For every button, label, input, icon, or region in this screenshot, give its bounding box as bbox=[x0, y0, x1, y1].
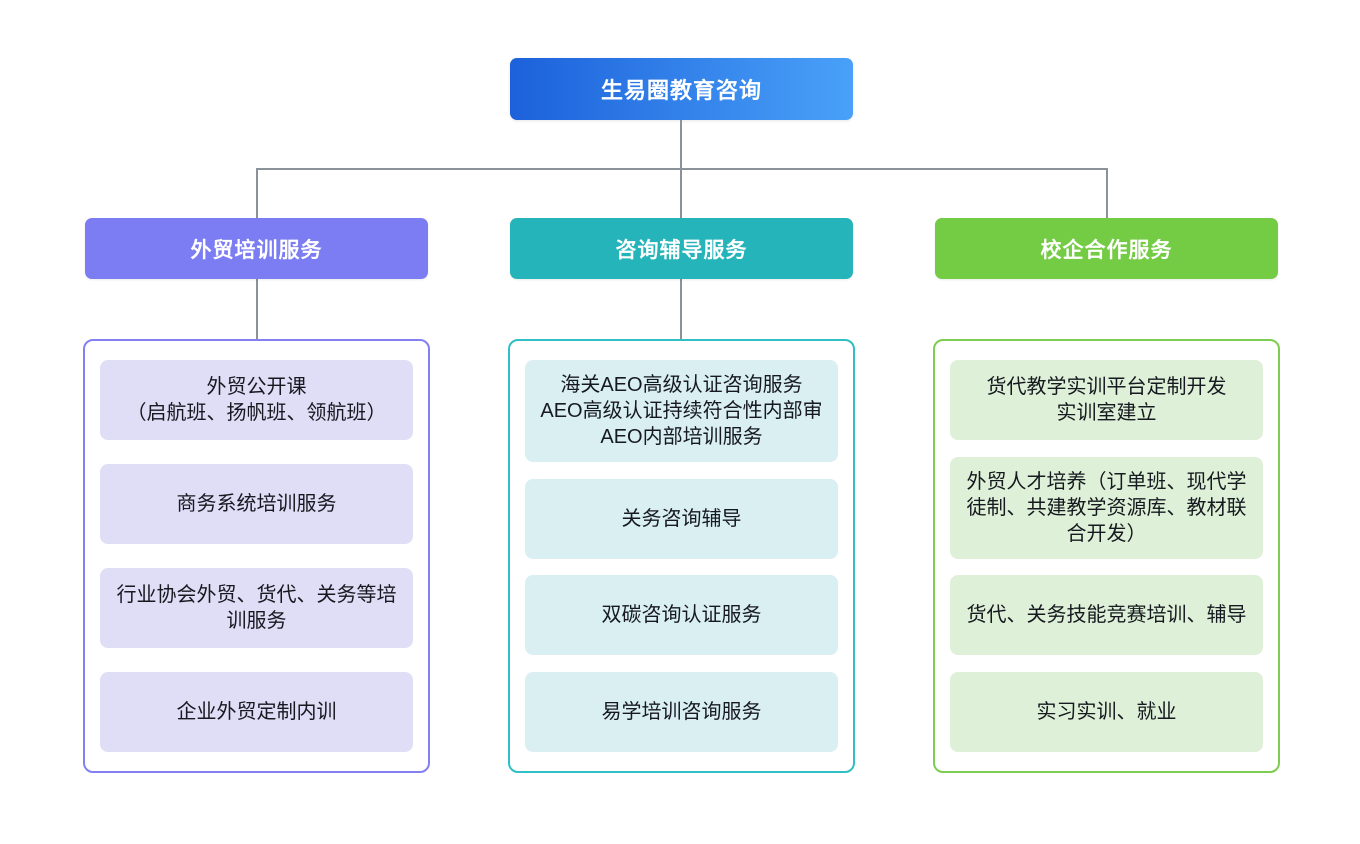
branch-list-school-enterprise-cooperation: 货代教学实训平台定制开发 实训室建立外贸人才培养（订单班、现代学徒制、共建教学资… bbox=[933, 339, 1280, 773]
root-node-label: 生易圈教育咨询 bbox=[600, 78, 762, 103]
diagram-leaf-node: 关务咨询辅导 bbox=[525, 478, 838, 559]
branch-header-label: 咨询辅导服务 bbox=[615, 238, 748, 262]
branch-header-consulting-coaching: 咨询辅导服务 bbox=[510, 218, 853, 279]
diagram-leaf-node: 双碳咨询认证服务 bbox=[525, 575, 838, 656]
branch-header-label: 校企合作服务 bbox=[1040, 238, 1173, 262]
diagram-leaf-node: 行业协会外贸、货代、关务等培训服务 bbox=[100, 568, 413, 648]
root-node: 生易圈教育咨询 bbox=[510, 58, 853, 120]
branch-header-foreign-trade-training: 外贸培训服务 bbox=[85, 218, 428, 279]
connector-horizontal-bus bbox=[256, 168, 1107, 170]
diagram-leaf-node: 易学培训咨询服务 bbox=[525, 671, 838, 752]
diagram-leaf-node: 外贸人才培养（订单班、现代学徒制、共建教学资源库、教材联合开发） bbox=[950, 456, 1263, 559]
connector-header-to-list-2 bbox=[680, 279, 682, 339]
connector-header-to-list-1 bbox=[256, 279, 258, 339]
branch-list-foreign-trade-training: 外贸公开课 （启航班、扬帆班、领航班） 商务系统培训服务行业协会外贸、货代、关务等… bbox=[83, 339, 430, 773]
connector-root-vertical bbox=[680, 120, 682, 168]
connector-drop-branch-2 bbox=[680, 168, 682, 218]
diagram-leaf-node: 外贸公开课 （启航班、扬帆班、领航班） bbox=[100, 360, 413, 440]
branch-header-label: 外贸培训服务 bbox=[190, 238, 323, 262]
branch-header-school-enterprise-cooperation: 校企合作服务 bbox=[935, 218, 1278, 279]
diagram-leaf-node: 海关AEO高级认证咨询服务 AEO高级认证持续符合性内部审 AEO内部培训服务 bbox=[525, 360, 838, 462]
diagram-leaf-node: 商务系统培训服务 bbox=[100, 464, 413, 544]
connector-drop-branch-1 bbox=[256, 168, 258, 218]
diagram-leaf-node: 企业外贸定制内训 bbox=[100, 672, 413, 752]
diagram-leaf-node: 实习实训、就业 bbox=[950, 671, 1263, 752]
diagram-leaf-node: 货代、关务技能竞赛培训、辅导 bbox=[950, 575, 1263, 656]
branch-list-consulting-coaching: 海关AEO高级认证咨询服务 AEO高级认证持续符合性内部审 AEO内部培训服务关… bbox=[508, 339, 855, 773]
connector-drop-branch-3 bbox=[1106, 168, 1108, 218]
diagram-leaf-node: 货代教学实训平台定制开发 实训室建立 bbox=[950, 360, 1263, 440]
